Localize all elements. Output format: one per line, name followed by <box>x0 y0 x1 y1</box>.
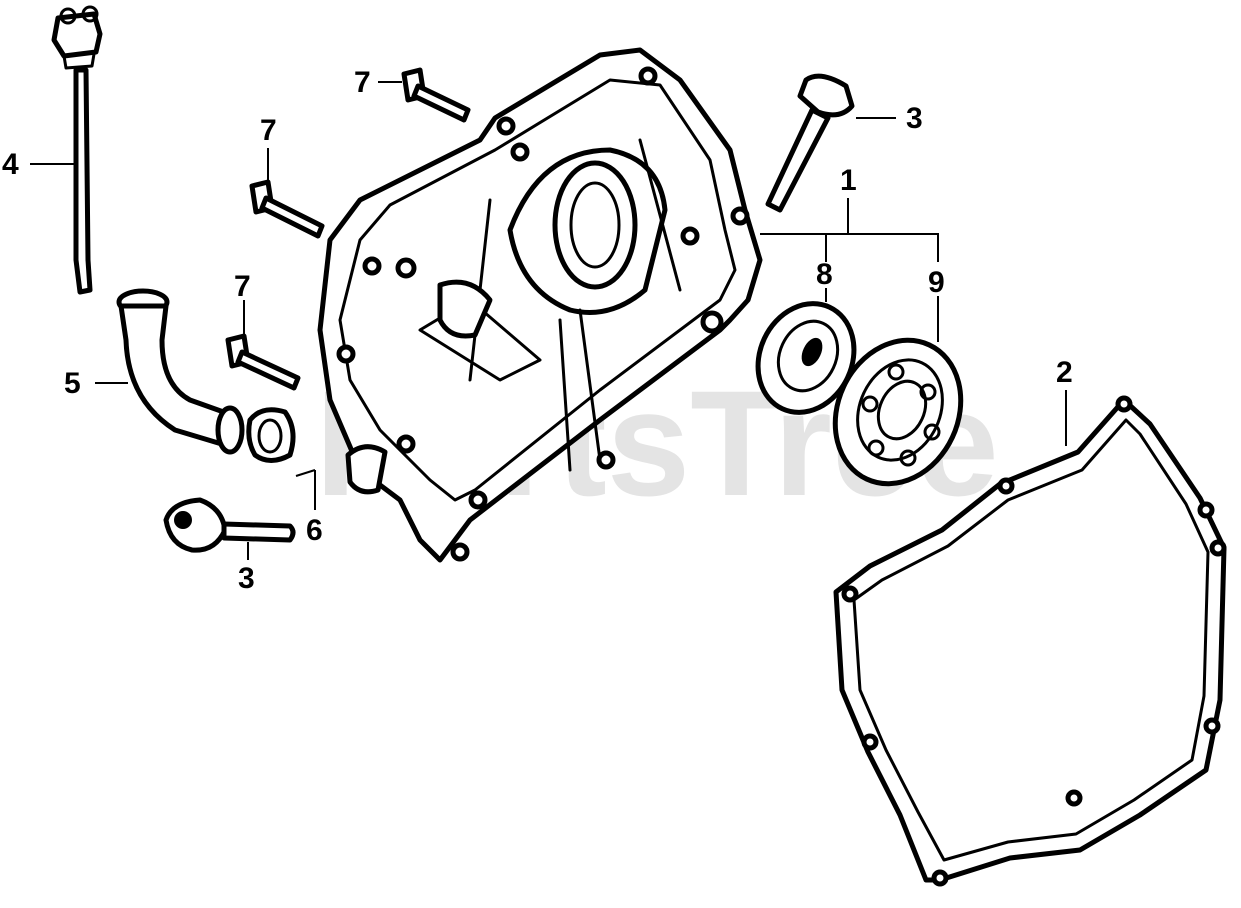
dipstick-part[interactable] <box>51 5 103 295</box>
bolt-lower-part[interactable] <box>225 333 301 391</box>
gasket-part[interactable] <box>833 395 1227 887</box>
callout-3-upper: 3 <box>906 102 923 135</box>
crankcase-cover-part[interactable] <box>317 47 763 563</box>
callout-1: 1 <box>840 164 857 197</box>
drain-plug-lower-part[interactable] <box>163 497 296 553</box>
seal-ring-part[interactable] <box>246 407 296 463</box>
leader-lines <box>30 81 1067 560</box>
callout-7-lower: 7 <box>234 270 251 303</box>
filler-plug-upper-part[interactable] <box>765 73 855 213</box>
callout-7-upper: 7 <box>354 66 371 99</box>
callout-8: 8 <box>816 258 833 291</box>
callout-6: 6 <box>306 514 323 547</box>
callout-2: 2 <box>1056 356 1073 389</box>
oil-seal-part[interactable] <box>741 288 872 428</box>
callout-3-lower: 3 <box>238 562 255 595</box>
callout-7-middle: 7 <box>260 114 277 147</box>
ball-bearing-part[interactable] <box>812 320 983 505</box>
bolt-middle-part[interactable] <box>249 179 325 239</box>
callout-9: 9 <box>928 266 945 299</box>
callout-5: 5 <box>64 367 81 400</box>
elbow-hose-part[interactable] <box>116 288 245 455</box>
callout-4: 4 <box>2 148 19 181</box>
bolt-upper-part[interactable] <box>401 67 471 123</box>
